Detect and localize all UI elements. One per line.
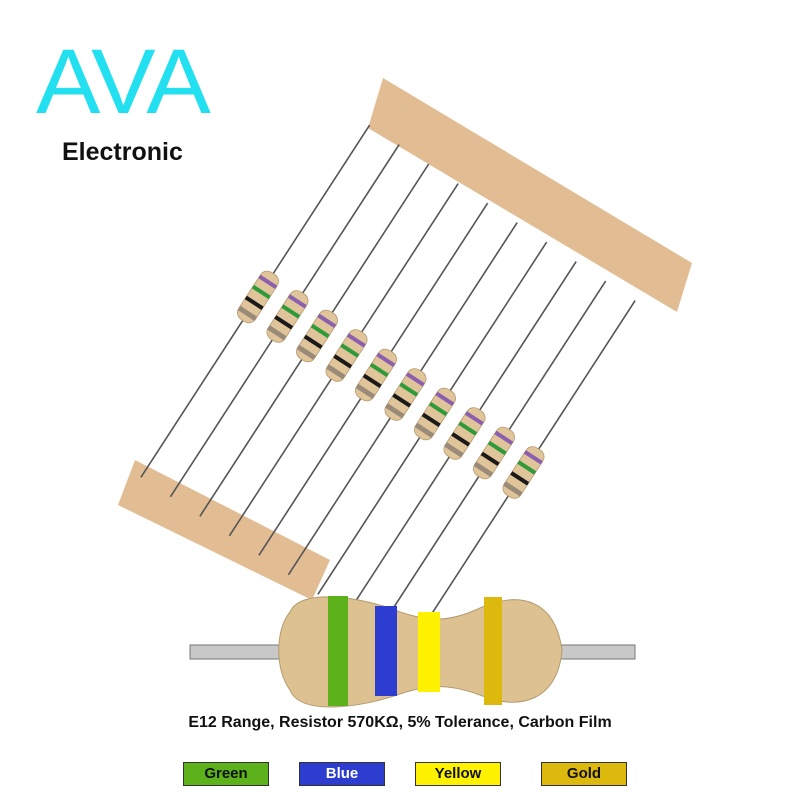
color-band bbox=[296, 344, 317, 360]
color-band bbox=[274, 315, 294, 330]
color-band bbox=[258, 274, 278, 290]
resistor-body bbox=[502, 446, 545, 499]
resistor-body bbox=[296, 309, 338, 363]
legend-green: Green bbox=[183, 762, 269, 786]
color-band bbox=[281, 304, 301, 319]
color-band bbox=[392, 393, 412, 408]
band-yellow bbox=[418, 612, 440, 692]
color-band bbox=[326, 364, 346, 380]
legend-yellow: Yellow bbox=[415, 762, 501, 786]
color-band bbox=[237, 305, 258, 321]
color-band bbox=[333, 354, 353, 369]
strip-resistor bbox=[228, 183, 459, 537]
strip-resistor bbox=[317, 241, 548, 595]
color-band bbox=[376, 352, 396, 368]
band-green bbox=[328, 596, 348, 706]
band-blue bbox=[375, 606, 397, 696]
color-band bbox=[517, 460, 537, 475]
color-band bbox=[244, 295, 264, 310]
color-band bbox=[303, 334, 323, 349]
strip-resistor bbox=[346, 261, 577, 615]
color-band bbox=[362, 373, 382, 388]
brand-subtitle: Electronic bbox=[62, 138, 183, 166]
strip-resistor bbox=[376, 280, 607, 634]
color-band bbox=[385, 403, 405, 419]
color-band bbox=[421, 412, 441, 427]
resistor-body bbox=[237, 270, 279, 324]
strip-resistor bbox=[258, 202, 489, 556]
resistor-body bbox=[414, 387, 456, 441]
color-band bbox=[369, 362, 389, 378]
color-band bbox=[340, 343, 360, 358]
brand-logo: AVA bbox=[36, 31, 211, 133]
color-band bbox=[487, 440, 507, 456]
color-band bbox=[251, 284, 271, 300]
strip-resistor bbox=[287, 222, 518, 576]
resistor-body bbox=[325, 329, 368, 382]
color-band bbox=[414, 422, 435, 438]
color-band bbox=[494, 430, 514, 446]
legend-blue: Blue bbox=[299, 762, 385, 786]
resistor-body bbox=[443, 407, 486, 460]
color-band bbox=[317, 313, 337, 329]
color-band bbox=[503, 481, 523, 497]
resistor-body bbox=[473, 426, 515, 480]
top-tape bbox=[368, 78, 692, 312]
strip-resistor bbox=[169, 144, 400, 498]
color-band bbox=[464, 411, 484, 426]
legend-gold: Gold bbox=[541, 762, 627, 786]
color-band bbox=[399, 382, 419, 397]
spec-caption: E12 Range, Resistor 570KΩ, 5% Tolerance,… bbox=[188, 714, 612, 731]
color-band bbox=[346, 333, 366, 348]
large-resistor bbox=[189, 596, 636, 708]
color-band bbox=[355, 383, 376, 399]
resistor-body bbox=[355, 348, 397, 402]
resistor-body bbox=[384, 368, 427, 421]
color-band bbox=[523, 450, 543, 465]
bottom-tape bbox=[118, 460, 330, 600]
band-gold bbox=[484, 597, 502, 705]
color-band bbox=[444, 442, 464, 458]
color-band bbox=[480, 451, 500, 466]
color-band bbox=[405, 372, 425, 387]
color-band bbox=[435, 391, 455, 407]
color-band bbox=[287, 294, 307, 309]
color-band bbox=[473, 461, 494, 477]
color-band bbox=[451, 432, 471, 447]
color-band bbox=[310, 323, 330, 339]
resistor-strip bbox=[140, 124, 636, 654]
color-band bbox=[510, 471, 530, 486]
resistor-body bbox=[266, 290, 309, 343]
color-band bbox=[458, 421, 478, 436]
color-band bbox=[267, 325, 287, 341]
strip-resistor bbox=[199, 163, 430, 517]
color-band bbox=[428, 401, 448, 417]
strip-resistor bbox=[405, 300, 636, 654]
strip-resistor bbox=[140, 124, 371, 478]
